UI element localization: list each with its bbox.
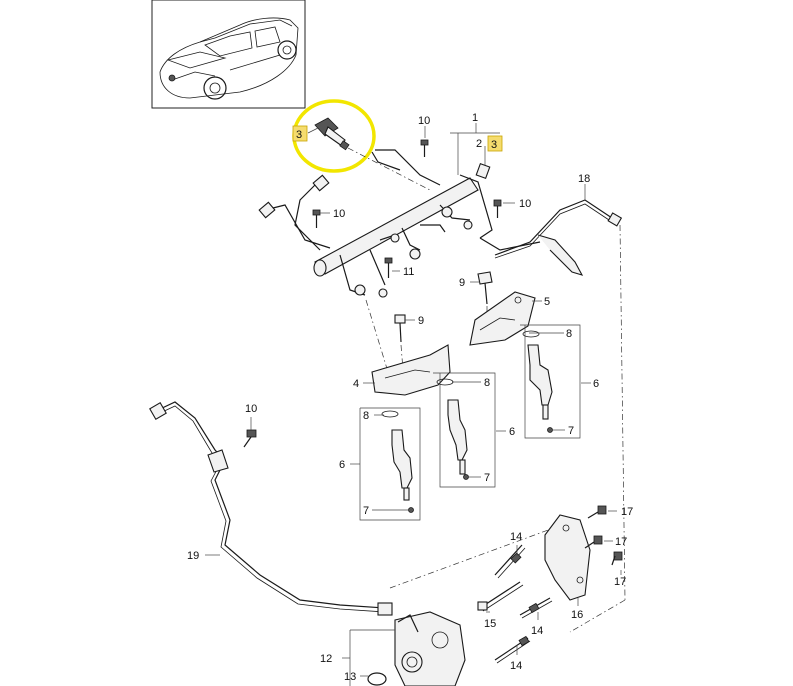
- injector-left: [381, 410, 414, 513]
- fuel-line-part-19: [149, 401, 393, 616]
- high-pressure-pump: [394, 611, 466, 686]
- label-6-right: 6: [593, 378, 599, 390]
- label-5: 5: [544, 296, 550, 308]
- stud-14-lower: [494, 635, 531, 664]
- vehicle-thumbnail: [151, 0, 306, 109]
- bolt-10-line19: [243, 429, 257, 448]
- label-18: 18: [578, 173, 590, 185]
- bolt-17-c: [611, 551, 623, 566]
- bolt-9-upper: [477, 271, 493, 305]
- bracket-part-4: [371, 344, 451, 396]
- label-13: 13: [344, 671, 356, 683]
- label-8-middle: 8: [484, 377, 490, 389]
- label-19: 19: [187, 550, 199, 562]
- label-10-left: 10: [333, 208, 345, 220]
- label-16: 16: [571, 609, 583, 621]
- label-8-right: 8: [566, 328, 572, 340]
- label-10-top: 10: [418, 115, 430, 127]
- injector-right: [522, 330, 553, 433]
- label-6-left: 6: [339, 459, 345, 471]
- label-2: 2: [476, 138, 482, 150]
- o-ring-part-13: [367, 672, 387, 686]
- label-7-right: 7: [568, 425, 574, 437]
- label-14-upper: 14: [510, 531, 522, 543]
- label-3-sensor: 3: [296, 129, 302, 141]
- injector-middle: [436, 378, 469, 480]
- stud-14-mid: [519, 597, 553, 619]
- label-9-upper: 9: [459, 277, 465, 289]
- label-6-middle: 6: [509, 426, 515, 438]
- label-15: 15: [484, 618, 496, 630]
- fuel-rail-assembly: [258, 149, 541, 298]
- label-14-lower: 14: [510, 660, 522, 672]
- label-11: 11: [403, 266, 414, 278]
- label-9-lower: 9: [418, 315, 424, 327]
- bolt-11: [384, 257, 393, 278]
- cap-part-2: [475, 162, 491, 180]
- bolt-17-b: [584, 535, 603, 549]
- fuel-line-part-18: [494, 199, 623, 276]
- label-14-mid: 14: [531, 625, 543, 637]
- stud-14-upper: [494, 544, 526, 579]
- label-7-left: 7: [363, 505, 369, 517]
- bolt-9-lower: [394, 314, 406, 343]
- bolt-10-top: [420, 139, 429, 157]
- callout-labels: 3 1 2 3 10 10 10 10 18 11 9 9 5 8 6 4 8 …: [187, 112, 633, 683]
- label-4: 4: [353, 378, 359, 390]
- label-17-c: 17: [614, 576, 626, 588]
- bolt-10-left: [312, 209, 321, 228]
- label-12: 12: [320, 653, 332, 665]
- bolt-10-right: [493, 199, 502, 218]
- callout-leaders: [205, 123, 622, 686]
- bolt-17-a: [587, 505, 607, 519]
- label-10-right: 10: [519, 198, 531, 210]
- label-17-a: 17: [621, 506, 633, 518]
- label-8-left: 8: [363, 410, 369, 422]
- label-17-b: 17: [615, 536, 627, 548]
- label-7-middle: 7: [484, 472, 490, 484]
- bolt-15: [477, 581, 524, 612]
- label-1: 1: [472, 112, 478, 124]
- bracket-part-5: [469, 291, 536, 346]
- heat-shield-part-16: [544, 514, 591, 601]
- label-10-line19: 10: [245, 403, 257, 415]
- pressure-sensor-part-3: [314, 117, 350, 151]
- label-3-ref: 3: [491, 139, 497, 151]
